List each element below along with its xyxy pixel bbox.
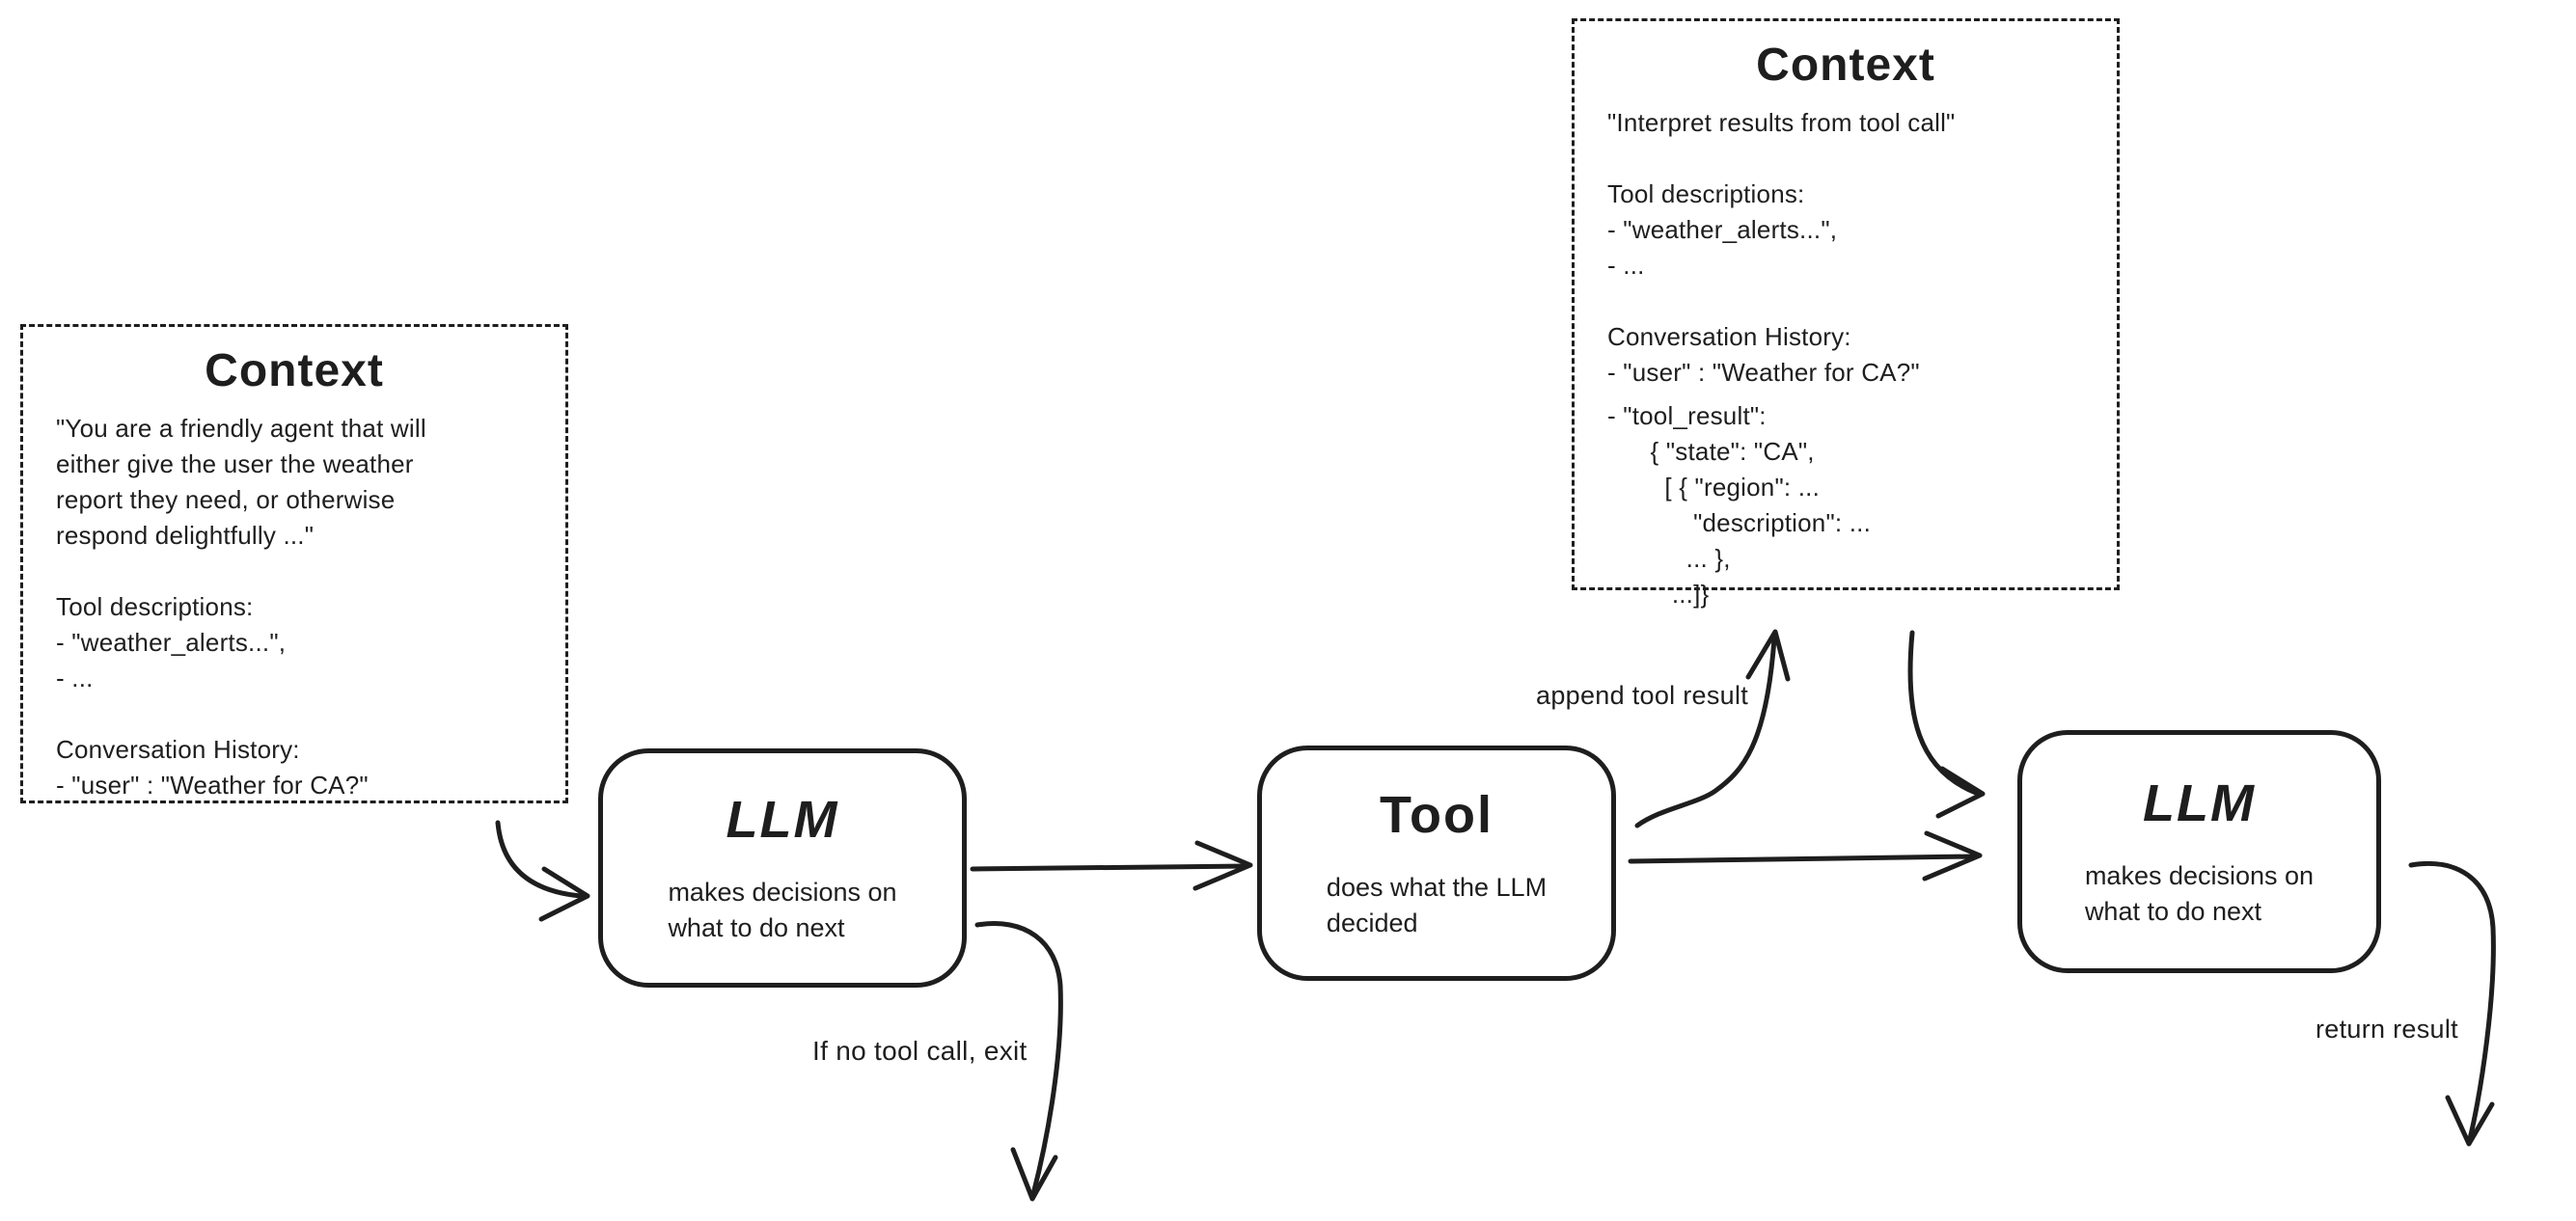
context-box-after-tool: Context "Interpret results from tool cal… <box>1572 18 2120 609</box>
label-if-no-tool-call-exit: If no tool call, exit <box>812 1036 1028 1066</box>
node-title: Tool <box>1380 786 1494 844</box>
context-title: Context <box>1756 40 1935 91</box>
arrow-context-top-to-llm2 <box>1907 630 1986 819</box>
tool-descriptions-text: Tool descriptions: - "weather_alerts..."… <box>56 592 287 692</box>
llm-node-1: LLM makes decisions on what to do next <box>598 748 967 988</box>
label-append-tool-result: append tool result <box>1536 681 1749 710</box>
label-return-result: return result <box>2316 1015 2458 1044</box>
arrow-tool-to-context-top <box>1634 629 1791 828</box>
system-prompt-text: "You are a friendly agent that will eith… <box>56 414 426 550</box>
node-title: LLM <box>726 791 839 849</box>
tool-node: Tool does what the LLM decided <box>1257 746 1616 981</box>
conversation-history-text: Conversation History: - "user" : "Weathe… <box>1607 322 1920 387</box>
tool-descriptions-text: Tool descriptions: - "weather_alerts..."… <box>1607 179 1838 280</box>
node-subtitle: does what the LLM decided <box>1326 873 1548 937</box>
context-box-initial: Context "You are a friendly agent that w… <box>20 324 568 803</box>
tool-result-text: - "tool_result": { "state": "CA", [ { "r… <box>1607 401 1872 609</box>
context-title: Context <box>205 345 384 396</box>
node-title: LLM <box>2143 774 2256 832</box>
llm-node-2: LLM makes decisions on what to do next <box>2017 730 2381 973</box>
arrow-tool-to-llm2 <box>1628 830 1983 882</box>
node-subtitle: makes decisions on what to do next <box>668 878 897 942</box>
conversation-history-text: Conversation History: - "user" : "Weathe… <box>56 735 369 800</box>
node-subtitle: makes decisions on what to do next <box>2084 861 2315 926</box>
interpret-instruction-text: "Interpret results from tool call" <box>1607 108 1956 137</box>
arrow-llm1-to-tool <box>970 840 1253 891</box>
arrow-llm2-return-result <box>2408 860 2496 1147</box>
arrow-context-to-llm1 <box>495 820 590 922</box>
